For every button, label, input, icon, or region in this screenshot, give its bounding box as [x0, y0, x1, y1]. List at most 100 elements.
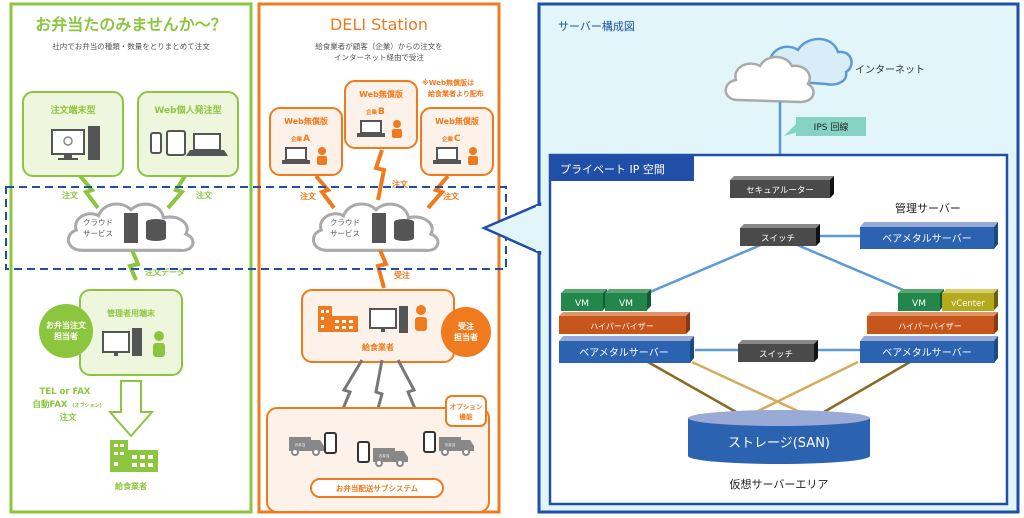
receiver-label: 受注 [458, 321, 474, 331]
ips-callout-tail [784, 122, 798, 136]
order-label: 注文 [443, 191, 460, 201]
cloud-label: サービス [83, 229, 113, 238]
private-ip-label: プライベート IP 空間 [560, 162, 665, 176]
baremetal-label: ベアメタルサーバー [882, 347, 971, 359]
fax-label: TEL or FAX [40, 387, 91, 397]
cloud-label: サービス [330, 229, 360, 238]
truck-label: お弁当 [445, 442, 456, 447]
person-icon [469, 147, 477, 155]
lightning-icon [166, 174, 187, 210]
down-arrow-icon [107, 380, 155, 438]
person-icon [393, 120, 401, 128]
baremetal-block [860, 341, 994, 363]
server-icon [372, 213, 386, 243]
private-ip-tab [550, 155, 694, 181]
left-panel: お弁当たのみませんか～？ 社内でお弁当の種類・数量をとりまとめて注文 注文端末型… [9, 2, 253, 514]
san-link-line [823, 360, 911, 414]
smartphone-icon [324, 432, 337, 454]
receive-label: 受注 [394, 270, 410, 280]
internet-label: インターネット [855, 64, 925, 76]
note-label: 給食業者より配布 [428, 89, 484, 98]
delivery-system-pill [310, 478, 444, 498]
order-terminal-label: 注文端末型 [50, 104, 95, 116]
middle-panel-subtitle: 給食業者が顧客（企業）からの注文を [315, 41, 443, 51]
middle-panel-title: DELI Station [330, 15, 428, 34]
person-icon [153, 331, 165, 357]
san-link-line [647, 360, 737, 414]
admin-terminal-label: 管理者用端末 [107, 308, 155, 318]
auto-fax-label: 自動FAX [33, 399, 68, 410]
order-data-label: 注文データ [145, 267, 185, 277]
middle-panel-subtitle: インターネット経由で受注 [334, 52, 424, 62]
vm-label: VM [912, 299, 926, 309]
lightning-icon [127, 249, 141, 281]
client-a-box: Web無償版 企業 A [269, 107, 343, 176]
option-badge [445, 395, 487, 427]
mgmt-baremetal-server: ベアメタルサーバー [860, 222, 998, 249]
switch-mid: スイッチ [738, 340, 818, 362]
client-c-box: Web無償版 企業 C [420, 107, 494, 176]
building-icon [318, 306, 358, 332]
truck-icon: お弁当 [373, 448, 408, 467]
server-icon [124, 213, 138, 243]
smartphone-icon [423, 431, 436, 453]
vm-label: VM [575, 299, 589, 309]
middle-panel: DELI Station 給食業者が顧客（企業）からの注文を インターネット経由… [257, 2, 501, 514]
caterer-label: 給食業者 [115, 481, 147, 491]
lightning-icon [373, 149, 387, 201]
order-label: 注文 [62, 190, 79, 200]
company-prefix: 企業 [365, 108, 378, 116]
hypervisor-block [559, 316, 686, 334]
link-line [794, 242, 909, 294]
fax-option-label: (オプション) [72, 402, 102, 409]
database-icon [394, 219, 414, 241]
order-manager-badge [39, 304, 93, 358]
company-letter: A [303, 134, 310, 144]
order-manager-label: 担当者 [54, 331, 78, 341]
lightning-icon [375, 249, 389, 289]
cloud-label: クラウド [83, 218, 113, 227]
truck-label: お弁当 [379, 453, 390, 458]
vcenter-block [942, 293, 994, 311]
devices-icon [150, 130, 228, 156]
smartphone-icon [357, 441, 370, 463]
ips-badge [796, 117, 866, 136]
client-label: Web無償版 [359, 89, 403, 99]
baremetal-block [559, 341, 690, 363]
company-prefix: 企業 [441, 135, 454, 143]
left-panel-subtitle: 社内でお弁当の種類・数量をとりまとめて注文 [52, 41, 210, 51]
order-label: 注文 [392, 179, 409, 189]
touch-monitor-icon [51, 126, 100, 160]
left-panel-title: お弁当たのみませんか～？ [35, 15, 227, 34]
company-letter: B [378, 107, 385, 117]
right-host: VM vCenter ハイパーバイザー ベアメタルサーバー [860, 289, 998, 363]
person-icon [415, 305, 427, 331]
company-letter: C [454, 134, 461, 144]
lightning-icon [78, 174, 100, 210]
web-personal-order-label: Web個人発注型 [154, 104, 221, 116]
vm-block [561, 293, 603, 311]
company-prefix: 企業 [290, 135, 303, 143]
storage-san: ストレージ(SAN) [688, 410, 870, 464]
laptop-icon [436, 147, 458, 161]
receiver-label: 担当者 [454, 332, 478, 342]
person-icon [318, 147, 326, 155]
delivery-system-label: お弁当配送サブシステム [336, 483, 419, 493]
client-b-box: Web無償版 企業 B [344, 80, 418, 149]
lightning-icon [426, 174, 450, 210]
building-icon [110, 440, 158, 472]
cloud-label: クラウド [330, 218, 360, 227]
option-label: オプション [450, 402, 483, 411]
storage-label: ストレージ(SAN) [728, 436, 830, 451]
virtual-area-label: 仮想サーバーエリア [730, 477, 829, 491]
caterer-label: 給食業者 [362, 342, 394, 352]
san-link-line [755, 360, 859, 414]
vcenter-label: vCenter [951, 299, 985, 309]
truck-label: お弁当 [295, 442, 306, 447]
mgmt-server-title: 管理サーバー [895, 201, 961, 215]
hypervisor-label: ハイパーバイザー [898, 322, 962, 331]
left-host: VM VM ハイパーバイザー ベアメタルサーバー [559, 289, 694, 363]
switch-label: スイッチ [759, 350, 793, 360]
san-link-line [691, 360, 801, 414]
